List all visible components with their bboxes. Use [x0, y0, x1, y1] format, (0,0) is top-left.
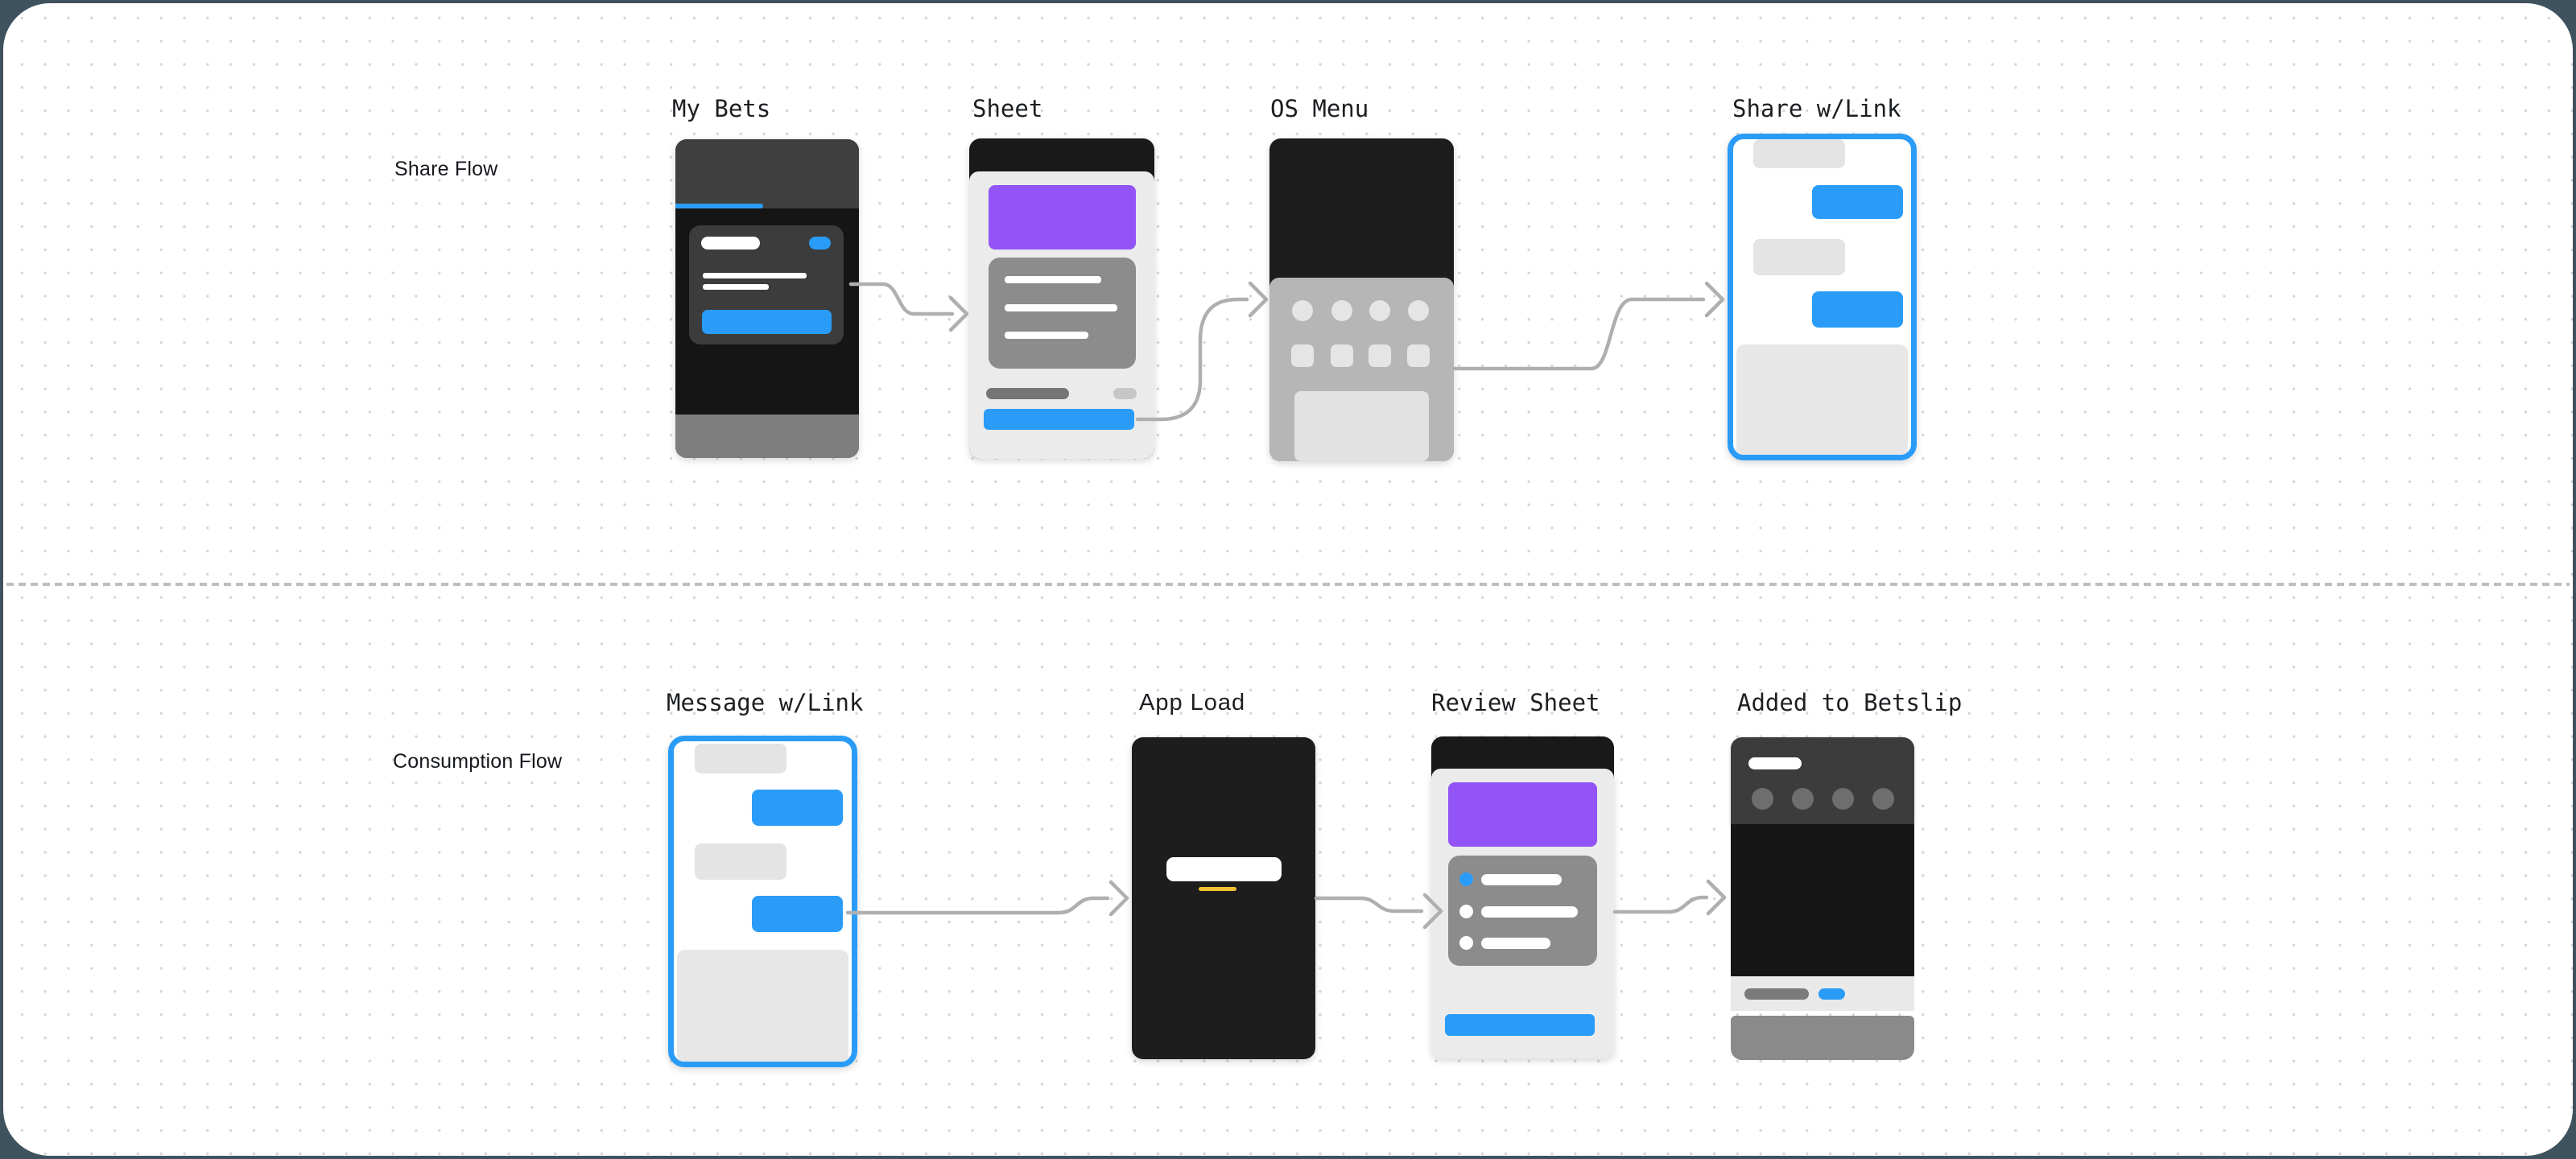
share-app-icon: [1407, 344, 1430, 367]
phone-review-sheet[interactable]: [1431, 736, 1614, 1058]
confirm-cta-button: [1445, 1014, 1595, 1036]
betslip-bar: [1731, 976, 1914, 1011]
selected-radio-dot: [1459, 872, 1473, 886]
header-title-pill: [1748, 757, 1802, 769]
tab-bar: [675, 415, 859, 458]
contact-avatar-icon: [1292, 300, 1313, 321]
title-added-to-betslip: Added to Betslip: [1737, 689, 1963, 716]
bet-card-text-line: [703, 273, 807, 278]
phone-added-to-betslip[interactable]: [1731, 737, 1914, 1060]
flow-divider-dashed-line: [6, 583, 2570, 586]
app-logo-splash: [1166, 857, 1282, 881]
share-app-icon: [1331, 344, 1353, 367]
received-message-bubble: [1753, 239, 1845, 275]
radio-dot: [1459, 936, 1473, 950]
title-review-sheet: Review Sheet: [1431, 689, 1600, 716]
phone-sheet[interactable]: [969, 138, 1154, 459]
selection-text-line: [1481, 938, 1550, 949]
sent-link-bubble: [752, 896, 843, 932]
detail-text-line: [1005, 332, 1088, 339]
sheet-hero-image: [989, 185, 1136, 250]
selection-text-line: [1481, 874, 1562, 885]
selection-text-line: [1481, 906, 1578, 918]
betslip-label-pill: [1744, 988, 1809, 1000]
title-app-load: App Load: [1139, 690, 1246, 716]
app-header: [1731, 737, 1914, 824]
bet-selection-card: [1448, 856, 1597, 966]
share-bet-button: [702, 310, 832, 334]
app-header: [675, 139, 859, 208]
phone-app-load[interactable]: [1132, 737, 1315, 1059]
content-area: [1731, 824, 1914, 976]
contact-avatar-icon: [1369, 300, 1390, 321]
share-flow-label: Share Flow: [394, 158, 498, 180]
received-message-bubble: [1753, 139, 1845, 168]
option-toggle-pill: [1113, 388, 1137, 399]
bet-card: [689, 225, 844, 344]
title-sheet: Sheet: [972, 95, 1043, 122]
option-pill: [986, 388, 1069, 399]
share-actions-panel: [1294, 391, 1429, 461]
loading-progress-bar: [1199, 887, 1236, 891]
sent-link-bubble: [1812, 291, 1903, 328]
phone-my-bets[interactable]: [675, 139, 859, 458]
betslip-count-badge: [1818, 988, 1845, 1000]
category-icon: [1752, 788, 1773, 810]
category-icon: [1792, 788, 1814, 810]
title-os-menu: OS Menu: [1270, 95, 1369, 122]
phone-message-w-link[interactable]: [668, 736, 857, 1067]
detail-text-line: [1005, 276, 1101, 283]
share-cta-button: [984, 409, 1134, 430]
sent-message-bubble: [1812, 185, 1903, 219]
title-share-w-link: Share w/Link: [1732, 95, 1901, 122]
title-my-bets: My Bets: [672, 95, 771, 122]
sheet-detail-card: [989, 258, 1136, 369]
bet-card-text-line: [703, 284, 769, 290]
bet-card-badge: [809, 237, 831, 250]
received-message-bubble: [695, 843, 786, 880]
contact-avatar-icon: [1408, 300, 1429, 321]
contact-avatar-icon: [1331, 300, 1352, 321]
share-app-icon: [1368, 344, 1391, 367]
phone-share-w-link[interactable]: [1728, 134, 1917, 460]
detail-text-line: [1005, 304, 1117, 311]
title-message-w-link: Message w/Link: [667, 689, 864, 716]
received-message-bubble: [695, 744, 786, 773]
radio-dot: [1459, 905, 1473, 918]
keyboard-panel: [677, 950, 848, 1062]
phone-os-menu[interactable]: [1269, 138, 1454, 461]
bet-card-title-pill: [701, 237, 760, 250]
active-tab-indicator: [675, 204, 763, 208]
keyboard-panel: [1736, 344, 1908, 455]
tab-bar: [1731, 1016, 1914, 1060]
sheet-hero-image: [1448, 782, 1597, 847]
sent-message-bubble: [752, 790, 843, 826]
category-icon: [1832, 788, 1854, 810]
share-app-icon: [1291, 344, 1314, 367]
consumption-flow-label: Consumption Flow: [393, 750, 563, 773]
category-icon: [1872, 788, 1894, 810]
